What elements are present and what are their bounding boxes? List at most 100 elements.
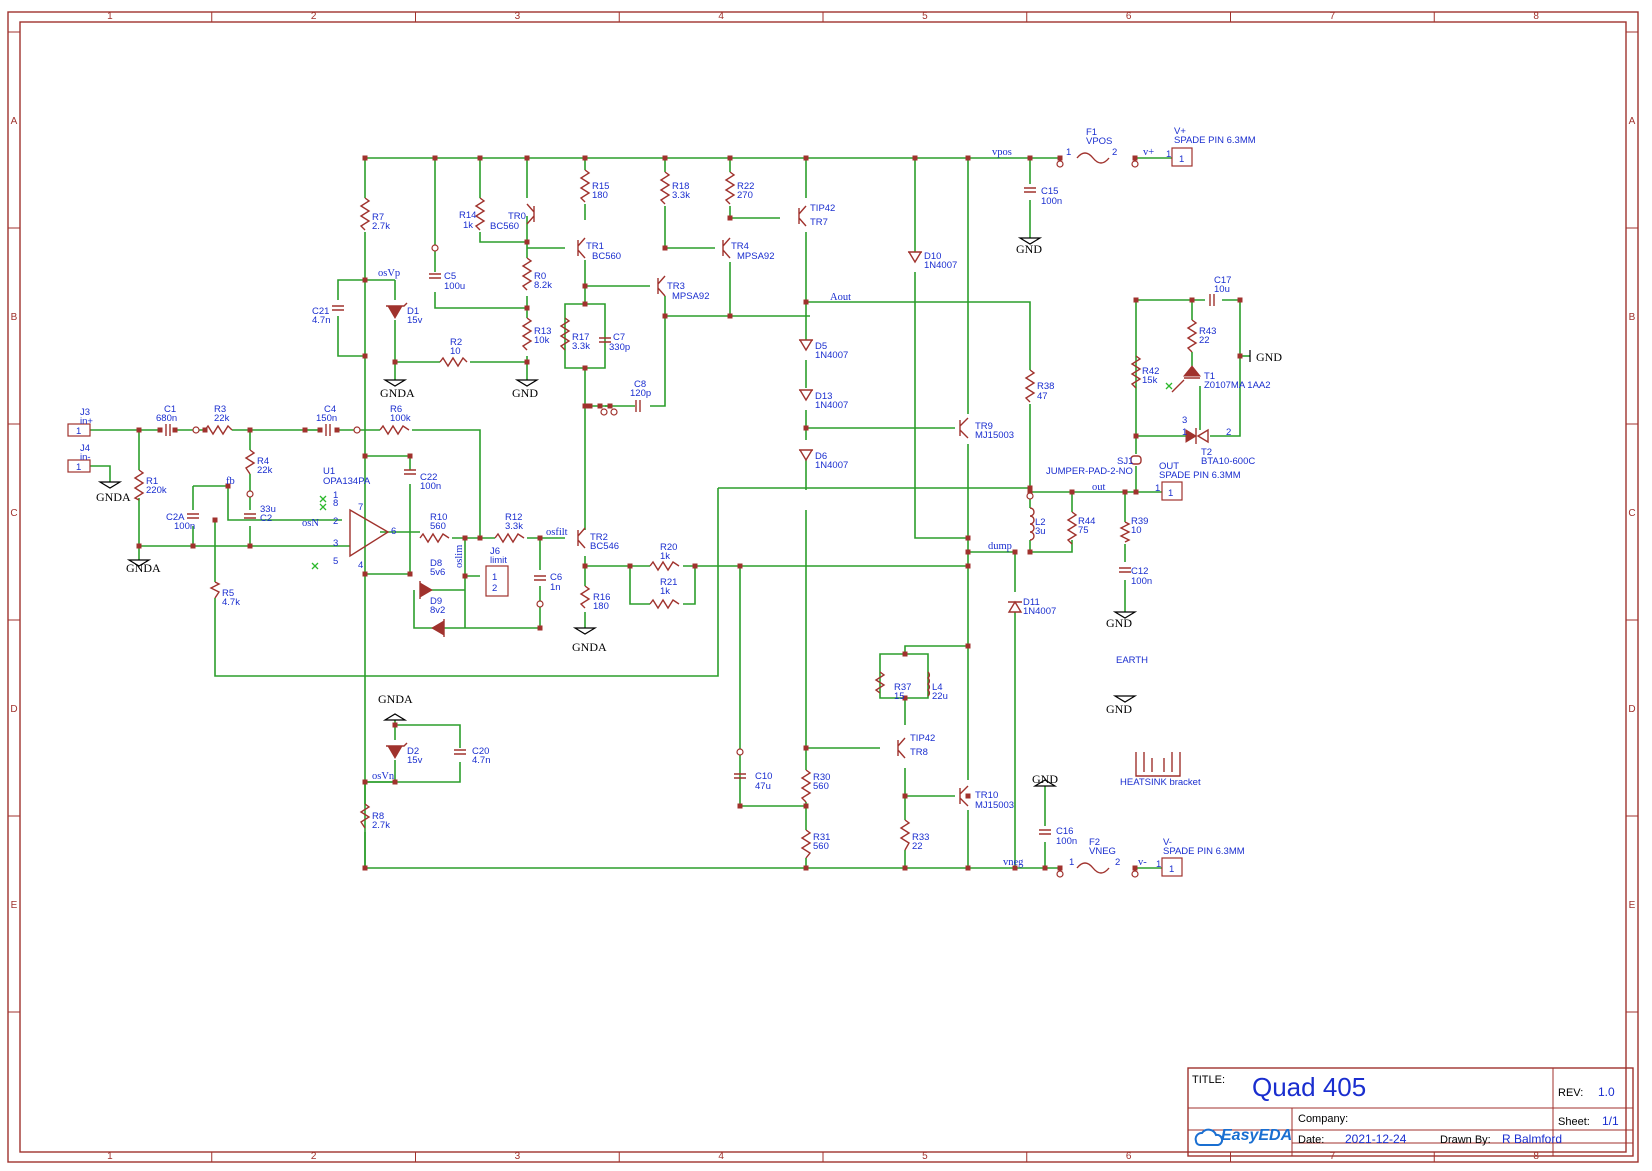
label-VN-ref: V- — [1163, 837, 1172, 848]
label-R5-val: 4.7k — [222, 597, 240, 608]
label-TR10-ref: TR10 — [975, 790, 998, 801]
label-C2-ref: C2 — [260, 513, 272, 524]
label-F2-pin2: 2 — [1115, 857, 1120, 868]
label-F1-val: VPOS — [1086, 136, 1112, 147]
junction-dot — [582, 403, 588, 409]
junction-dot — [1027, 489, 1033, 495]
junction-dot — [537, 535, 543, 541]
label-R2-val: 10 — [450, 346, 461, 357]
label-C6-ref: C6 — [550, 572, 562, 583]
label-TR9-val: MJ15003 — [975, 430, 1014, 441]
label-C5-val: 100u — [444, 281, 465, 292]
label-C4-ref: C4 — [324, 404, 336, 415]
net-oslim: oslim — [454, 545, 465, 568]
junction-dot — [582, 283, 588, 289]
junction-dot — [407, 571, 413, 577]
label-C4-val: 150n — [316, 413, 337, 424]
junction-dot — [662, 313, 668, 319]
label-F2-pin1: 1 — [1069, 857, 1074, 868]
junction-dot — [582, 365, 588, 371]
label-TR3-val: MPSA92 — [672, 291, 710, 302]
junction-dot — [136, 543, 142, 549]
label-L4-val: 22u — [932, 691, 948, 702]
label-R1-val: 220k — [146, 485, 167, 496]
label-R21-ref: R21 — [660, 577, 677, 588]
label-R17-val: 3.3k — [572, 341, 590, 352]
label-C20-val: 4.7n — [472, 755, 491, 766]
label-C10-ref: C10 — [755, 771, 772, 782]
label-C7-ref: C7 — [613, 332, 625, 343]
ground-symbols — [97, 237, 1251, 787]
junction-dot — [1012, 549, 1018, 555]
junction-dot — [1133, 489, 1139, 495]
gnd-label-1: GND — [512, 386, 538, 400]
open-terminal — [246, 490, 254, 498]
label-F1-ref: F1 — [1086, 127, 1097, 138]
junction-dot — [392, 779, 398, 785]
net-osfilt: osfilt — [546, 527, 568, 538]
gnda-label-2: GNDA — [126, 561, 161, 575]
label-U1-pin2: 2 — [333, 516, 338, 527]
junction-dot — [1237, 353, 1243, 359]
open-terminal — [1026, 492, 1034, 500]
label-R6-val: 100k — [390, 413, 411, 424]
junction-dot — [965, 563, 971, 569]
label-TR7-ref: TR7 — [810, 217, 828, 228]
net-vminus: v- — [1138, 857, 1147, 868]
label-J3-val: in+ — [80, 416, 93, 427]
junction-dot — [302, 427, 308, 433]
open-terminal — [353, 426, 361, 434]
drawn-value: R Balmford — [1502, 1132, 1562, 1146]
junction-dot — [587, 403, 593, 409]
net-vplus: v+ — [1143, 147, 1154, 158]
label-VP-box: 1 — [1179, 154, 1184, 165]
label-C22-ref: C22 — [420, 472, 437, 483]
label-C15-ref: C15 — [1041, 186, 1058, 197]
label-D8-ref: D8 — [430, 558, 442, 569]
rev-key: REV: — [1558, 1087, 1583, 1099]
label-TR2-ref: TR2 — [590, 532, 608, 543]
label-R39-val: 10 — [1131, 525, 1142, 536]
label-VN-pin: 1 — [1156, 859, 1161, 870]
label-C7-val: 330p — [609, 342, 630, 353]
junction-dot — [803, 425, 809, 431]
label-D13-ref: D13 — [815, 391, 832, 402]
zone-row-A: A — [11, 116, 18, 127]
junction-dot — [212, 517, 218, 523]
open-terminal — [600, 408, 608, 416]
label-R20-ref: R20 — [660, 542, 677, 553]
net-aout: Aout — [830, 292, 851, 303]
label-T2-val: BTA10-600C — [1201, 456, 1255, 467]
junction-dot — [247, 427, 253, 433]
net-osvn: osVn — [372, 771, 395, 782]
junction-dot — [432, 155, 438, 161]
title-block: TITLE: Quad 405 REV: 1.0 Company: Sheet:… — [1187, 1067, 1634, 1157]
zone-col-4: 4 — [718, 11, 724, 22]
label-R8-ref: R8 — [372, 811, 384, 822]
label-T1-val: Z0107MA 1AA2 — [1204, 380, 1271, 391]
label-R0-ref: R0 — [534, 271, 546, 282]
label-R44-val: 75 — [1078, 525, 1089, 536]
junction-dot — [247, 543, 253, 549]
label-R5-ref: R5 — [222, 588, 234, 599]
net-out: out — [1092, 482, 1106, 493]
label-C12-ref: C12 — [1131, 566, 1148, 577]
date-value: 2021-12-24 — [1345, 1132, 1407, 1146]
net-vpos: vpos — [992, 147, 1012, 158]
sheet-key: Sheet: — [1558, 1116, 1590, 1128]
junction-dot — [1069, 489, 1075, 495]
title-key: TITLE: — [1192, 1074, 1225, 1086]
label-TR10-val: MJ15003 — [975, 800, 1014, 811]
connector-boxes — [67, 147, 1193, 877]
zone-col-8: 8 — [1533, 11, 1539, 22]
junction-dot — [965, 549, 971, 555]
label-R4-val: 22k — [257, 465, 273, 476]
junction-dot — [362, 865, 368, 871]
junction-dot — [1132, 865, 1138, 871]
junction-dot — [597, 403, 603, 409]
label-R30-ref: R30 — [813, 772, 830, 783]
junction-dot — [524, 155, 530, 161]
junction-dot — [524, 359, 530, 365]
gnda-label-4: GNDA — [572, 640, 607, 654]
